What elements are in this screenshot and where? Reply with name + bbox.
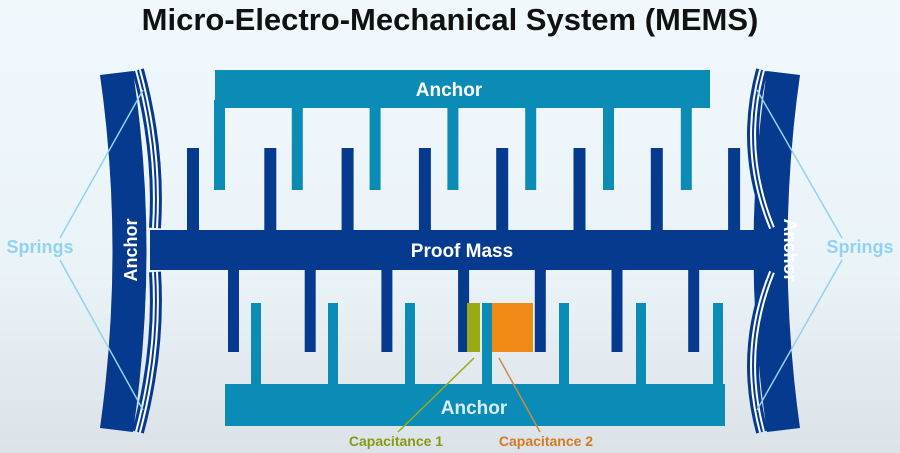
- bottom-anchor-finger: [328, 303, 338, 388]
- proof-mass-finger-up: [650, 148, 663, 233]
- left-springs-label: Springs: [6, 237, 73, 257]
- capacitance-1-pointer: [397, 357, 475, 433]
- proof-mass-finger-down: [381, 266, 393, 352]
- bottom-anchor-finger: [713, 303, 723, 388]
- proof-mass-finger-down: [304, 266, 316, 352]
- left-anchor-label: Anchor: [121, 219, 141, 282]
- right-springs-pointer-top: [756, 89, 843, 239]
- top-anchor: [215, 70, 710, 108]
- proof-mass-finger-down: [688, 266, 700, 352]
- bottom-anchor-finger: [559, 303, 569, 388]
- bottom-anchor-finger: [405, 303, 415, 388]
- proof-mass-finger-down: [611, 266, 623, 352]
- proof-mass-finger-up: [264, 148, 277, 233]
- top-anchor-finger: [447, 100, 459, 190]
- right-anchor-label: Anchor: [780, 219, 800, 282]
- proof-mass-finger-up: [573, 148, 586, 233]
- left-springs-pointer-bottom: [59, 259, 144, 411]
- proof-mass-finger-up: [341, 148, 354, 233]
- proof-mass-finger-up: [728, 148, 741, 233]
- right-anchor: [753, 71, 800, 432]
- capacitance-2-pointer: [498, 357, 541, 433]
- top-anchor-finger: [214, 100, 225, 190]
- diagram-title: Micro-Electro-Mechanical System (MEMS): [142, 2, 759, 37]
- bottom-anchor-label: Anchor: [441, 398, 508, 419]
- proof-mass-finger-down: [534, 266, 546, 352]
- bottom-anchor-finger: [636, 303, 646, 388]
- capacitance-1-label: Capacitance 1: [349, 433, 443, 449]
- proof-mass-finger-down: [228, 266, 239, 352]
- top-anchor-finger: [680, 100, 692, 190]
- bottom-anchor: [225, 384, 725, 426]
- right-springs: [747, 68, 778, 434]
- capacitance-2-label: Capacitance 2: [499, 433, 593, 449]
- top-anchor-finger: [603, 100, 614, 190]
- proof-mass-finger-up: [496, 148, 509, 233]
- bottom-anchor-finger: [251, 303, 261, 388]
- proof-mass-finger-up: [187, 148, 199, 233]
- top-anchor-finger: [291, 100, 303, 190]
- capacitance-2-region: [492, 303, 533, 352]
- left-anchor: [100, 71, 147, 432]
- left-springs-pointer-top: [59, 89, 144, 239]
- proof-mass: [150, 230, 775, 270]
- right-springs-pointer-bottom: [756, 259, 843, 411]
- proof-mass-label: Proof Mass: [411, 241, 513, 262]
- top-anchor-label: Anchor: [416, 80, 483, 101]
- top-anchor-finger: [525, 100, 537, 190]
- proof-mass-finger-up: [418, 148, 431, 233]
- right-springs-label: Springs: [826, 237, 893, 257]
- proof-mass-finger-down: [458, 266, 470, 352]
- bottom-anchor-finger: [482, 303, 492, 388]
- top-anchor-finger: [369, 100, 381, 190]
- capacitance-1-region: [467, 303, 480, 352]
- left-springs: [132, 68, 162, 434]
